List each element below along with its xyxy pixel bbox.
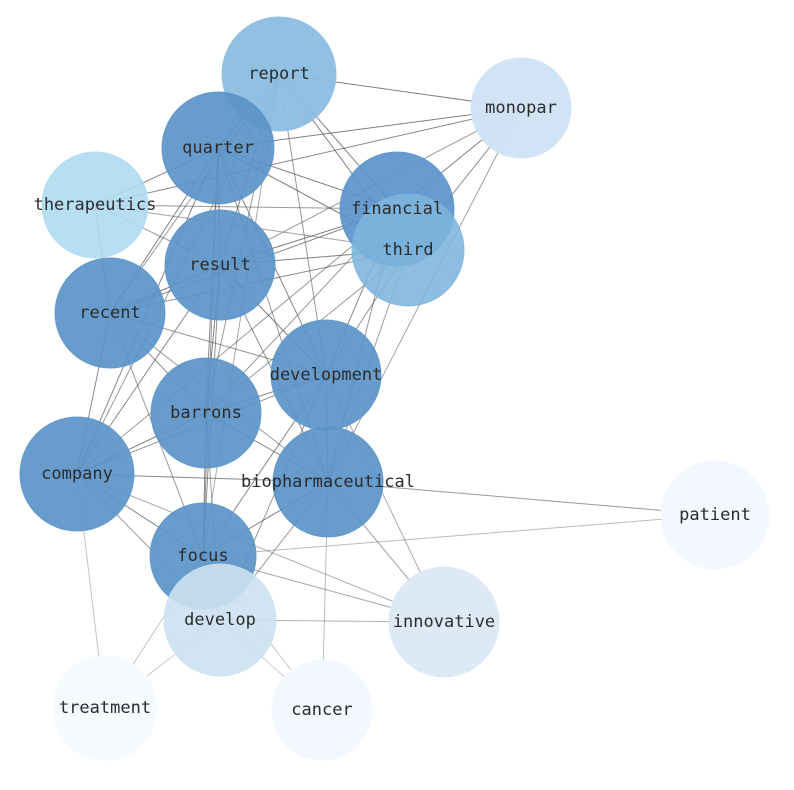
graph-node-patient[interactable] [660, 460, 770, 570]
graph-node-barrons[interactable] [150, 357, 262, 469]
graph-node-develop[interactable] [163, 563, 277, 677]
graph-node-treatment[interactable] [52, 655, 158, 761]
node-layer [19, 16, 770, 761]
graph-node-cancer[interactable] [271, 659, 373, 761]
graph-edge [76, 473, 445, 623]
graph-node-recent[interactable] [54, 257, 166, 369]
graph-node-biopharmaceutical[interactable] [272, 426, 384, 538]
graph-node-quarter[interactable] [161, 91, 275, 205]
graph-node-result[interactable] [164, 209, 276, 321]
graph-node-innovative[interactable] [388, 566, 500, 678]
graph-edge [327, 481, 716, 516]
graph-node-company[interactable] [19, 416, 135, 532]
graph-node-third[interactable] [351, 193, 465, 307]
graph-edge [202, 514, 716, 557]
graph-edge [76, 208, 398, 475]
graph-node-development[interactable] [270, 319, 382, 431]
graph-node-therapeutics[interactable] [41, 151, 149, 259]
graph-edge [94, 107, 522, 206]
graph-node-monopar[interactable] [470, 57, 572, 159]
